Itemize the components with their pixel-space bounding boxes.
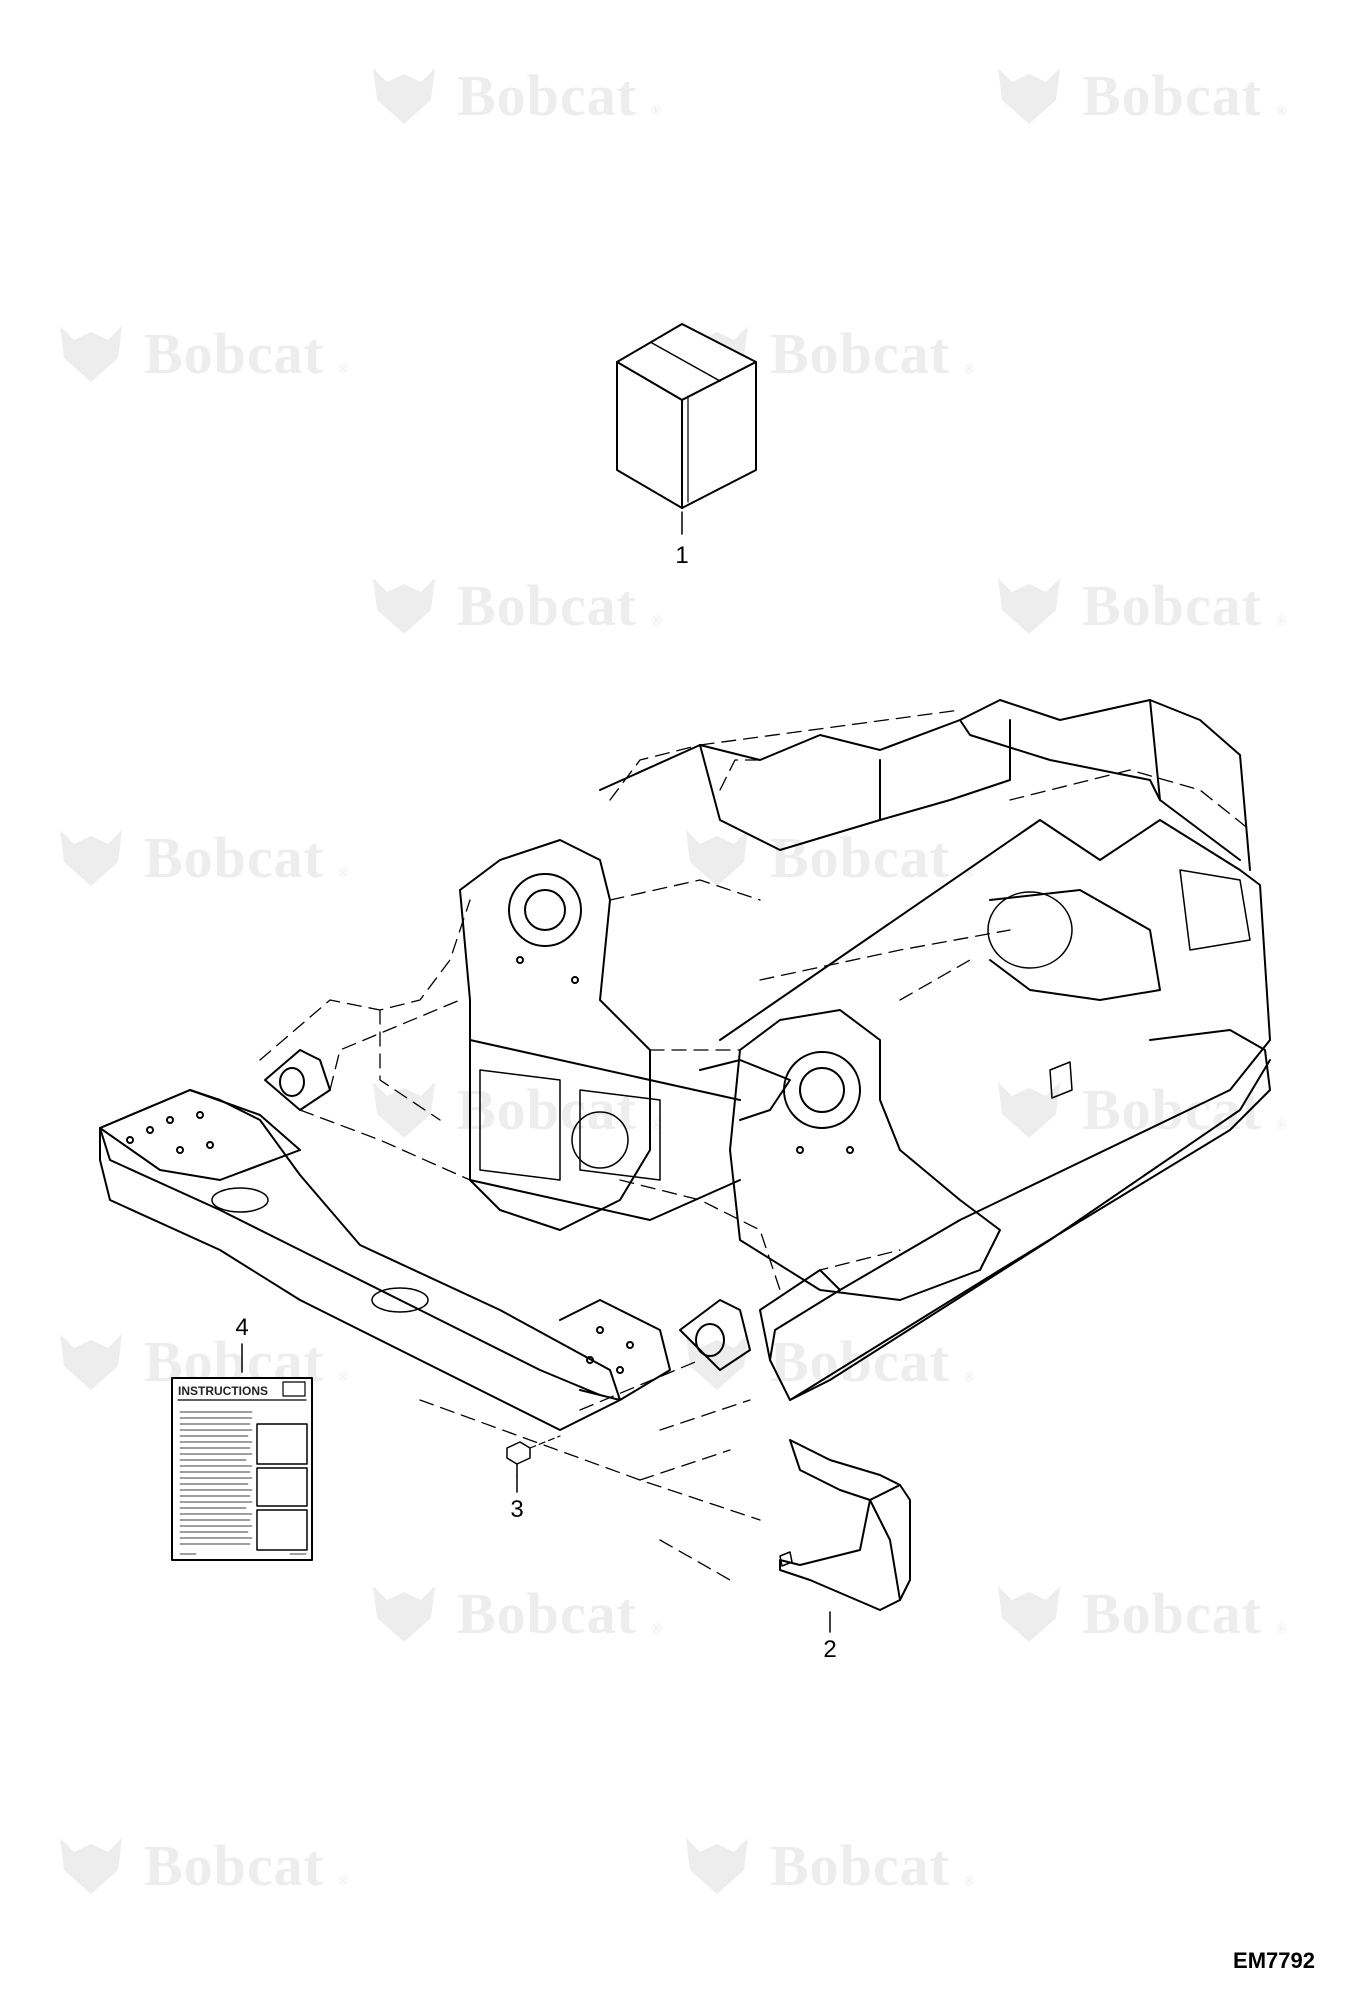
bobcat-logo-icon bbox=[998, 68, 1060, 124]
kit-box bbox=[616, 323, 757, 535]
instructions-sheet bbox=[171, 1343, 313, 1561]
bobcat-logo-icon bbox=[60, 1334, 122, 1390]
watermark-text: Bobcat bbox=[144, 824, 324, 890]
watermark: Bobcat® bbox=[990, 1578, 1287, 1648]
bobcat-logo-icon bbox=[373, 1586, 435, 1642]
frame-hidden-lines bbox=[259, 709, 1251, 1311]
watermark: Bobcat® bbox=[365, 60, 662, 130]
watermark: Bobcat® bbox=[990, 60, 1287, 130]
bobcat-logo-icon bbox=[686, 1334, 748, 1390]
watermark: Bobcat® bbox=[678, 822, 975, 892]
callout-2: 2 bbox=[823, 1636, 837, 1663]
watermark-text: Bobcat bbox=[457, 1076, 637, 1142]
watermark-text: Bobcat bbox=[144, 320, 324, 386]
frame-assembly bbox=[99, 699, 1271, 1581]
watermark-text: Bobcat bbox=[1082, 1580, 1262, 1646]
watermark: Bobcat® bbox=[678, 1830, 975, 1900]
watermark-text: Bobcat bbox=[457, 572, 637, 638]
bobcat-logo-icon bbox=[373, 1082, 435, 1138]
bobcat-logo-icon bbox=[60, 326, 122, 382]
bolt bbox=[506, 1435, 561, 1493]
watermark-text: Bobcat bbox=[457, 1580, 637, 1646]
watermark: Bobcat® bbox=[365, 1074, 662, 1144]
callout-4: 4 bbox=[235, 1314, 249, 1341]
watermark-text: Bobcat bbox=[1082, 572, 1262, 638]
watermark-text: Bobcat bbox=[144, 1832, 324, 1898]
watermark-text: Bobcat bbox=[457, 62, 637, 128]
bobcat-logo-icon bbox=[686, 830, 748, 886]
watermark: Bobcat® bbox=[990, 1074, 1287, 1144]
watermark-text: Bobcat bbox=[770, 320, 950, 386]
bracket bbox=[779, 1439, 911, 1633]
bobcat-logo-icon bbox=[60, 830, 122, 886]
bobcat-logo-icon bbox=[998, 578, 1060, 634]
callout-3: 3 bbox=[510, 1496, 524, 1523]
watermark: Bobcat® bbox=[365, 1578, 662, 1648]
bobcat-logo-icon bbox=[373, 578, 435, 634]
drawing-number: EM7792 bbox=[1233, 1948, 1315, 1973]
watermark-text: Bobcat bbox=[770, 1832, 950, 1898]
watermark-text: Bobcat bbox=[770, 824, 950, 890]
watermark: Bobcat® bbox=[990, 570, 1287, 640]
watermark: Bobcat® bbox=[365, 570, 662, 640]
watermark-text: Bobcat bbox=[1082, 62, 1262, 128]
watermark: Bobcat® bbox=[52, 822, 349, 892]
watermark: Bobcat® bbox=[52, 1830, 349, 1900]
watermark: Bobcat® bbox=[52, 318, 349, 388]
bobcat-logo-icon bbox=[998, 1082, 1060, 1138]
instructions-heading: INSTRUCTIONS bbox=[178, 1384, 268, 1398]
bobcat-logo-icon bbox=[60, 1838, 122, 1894]
bobcat-logo-icon bbox=[686, 1838, 748, 1894]
bobcat-logo-icon bbox=[998, 1586, 1060, 1642]
bobcat-logo-icon bbox=[373, 68, 435, 124]
callout-1: 1 bbox=[675, 542, 689, 569]
